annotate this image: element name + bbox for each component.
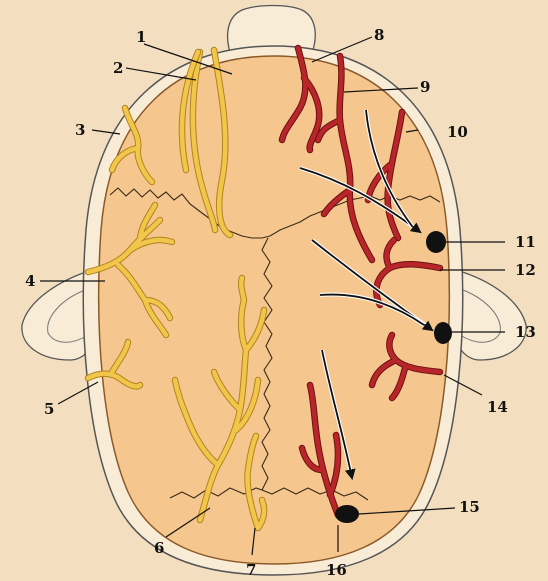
label-10: 10 — [447, 123, 468, 141]
label-16: 16 — [326, 561, 347, 579]
label-2: 2 — [113, 59, 123, 77]
label-15: 15 — [459, 498, 480, 516]
label-8: 8 — [374, 26, 384, 44]
label-11: 11 — [515, 233, 536, 251]
label-3: 3 — [75, 121, 85, 139]
lymph-node-13 — [434, 322, 452, 344]
lymph-node-11 — [426, 231, 446, 253]
label-13: 13 — [515, 323, 536, 341]
label-1: 1 — [136, 28, 146, 46]
label-4: 4 — [25, 272, 35, 290]
label-9: 9 — [420, 78, 430, 96]
label-6: 6 — [154, 539, 164, 557]
label-5: 5 — [44, 400, 54, 418]
lymph-node-15 — [335, 505, 359, 523]
label-14: 14 — [487, 398, 508, 416]
label-7: 7 — [246, 561, 256, 579]
label-12: 12 — [515, 261, 536, 279]
